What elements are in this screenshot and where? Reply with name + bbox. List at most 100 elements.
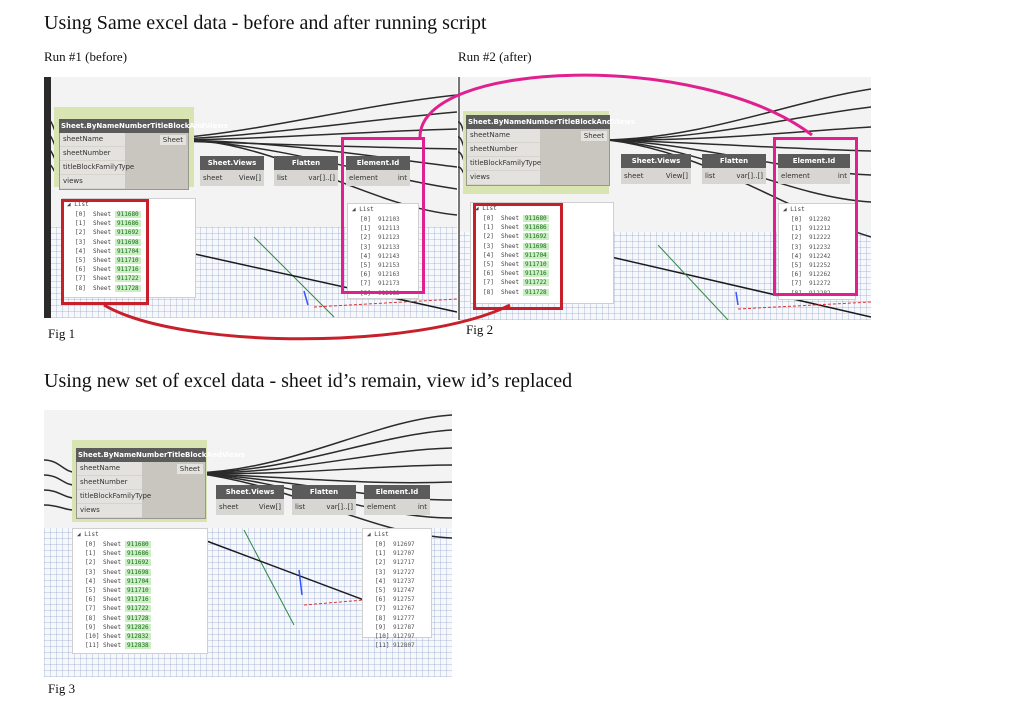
run2-label: Run #2 (after) (458, 49, 532, 64)
fig2-views-node[interactable]: Sheet.Views sheet View[] (621, 154, 691, 184)
list-item-kind: Sheet (93, 238, 112, 246)
fig2-sheet-node[interactable]: Sheet.ByNameNumberTitleBlockAndViews she… (466, 115, 635, 186)
elementid-node-title: Element.Id (364, 485, 430, 499)
port-sheetname[interactable]: sheetName (60, 133, 125, 147)
port-sheetname[interactable]: sheetName (467, 129, 540, 143)
list-item-index: [5] (483, 261, 494, 269)
views-node-title: Sheet.Views (621, 154, 691, 168)
flatten-output[interactable]: var[]..[] (326, 503, 353, 511)
fig3-sheet-node[interactable]: Sheet.ByNameNumberTitleBlockAndViews she… (76, 448, 245, 519)
flatten-output[interactable]: var[]..[] (308, 174, 335, 182)
flatten-input[interactable]: list (705, 172, 716, 180)
views-output[interactable]: View[] (238, 174, 261, 182)
list-item-index: [3] (791, 243, 802, 251)
fig2-pink-highlight (773, 137, 858, 296)
list-item-kind: Sheet (103, 587, 122, 595)
views-input[interactable]: sheet (624, 172, 644, 180)
list-item-value: 912826 (125, 623, 151, 631)
port-sheet-out[interactable]: Sheet (176, 464, 203, 474)
run1-label: Run #1 (before) (44, 49, 128, 64)
list-item-value: 912777 (393, 614, 415, 622)
list-item-value: 911710 (125, 587, 151, 595)
elementid-output[interactable]: int (417, 503, 427, 511)
list-item: [0]912103 (348, 215, 418, 224)
list-title: ◢ List (475, 205, 497, 212)
list-item-value: 911680 (523, 215, 549, 223)
fig2-id-list[interactable]: ◢ List [0]912202[1]912212[2]912222[3]912… (778, 203, 856, 300)
views-input[interactable]: sheet (203, 174, 223, 182)
port-sheetname[interactable]: sheetName (77, 462, 142, 476)
list-item-value: 911728 (115, 284, 141, 292)
flatten-node-title: Flatten (702, 154, 766, 168)
port-sheet-out[interactable]: Sheet (159, 135, 186, 145)
elementid-input[interactable]: element (349, 174, 378, 182)
port-views[interactable]: views (60, 175, 125, 189)
fig1-sheet-node[interactable]: Sheet.ByNameNumberTitleBlockAndViews she… (59, 119, 228, 190)
fig2-flatten-node[interactable]: Flatten list var[]..[] (702, 154, 766, 184)
list-item-value: 911692 (523, 233, 549, 241)
sheet-node-title: Sheet.ByNameNumberTitleBlockAndViews (59, 119, 228, 133)
elementid-output[interactable]: int (837, 172, 847, 180)
list-item-index: [8] (483, 288, 494, 296)
port-titleblock[interactable]: titleBlockFamilyType (60, 161, 134, 175)
list-item-value: 912838 (125, 642, 151, 650)
list-item-value: 911680 (115, 211, 141, 219)
list-item-value: 912767 (393, 605, 415, 613)
fig3-elementid-node[interactable]: Element.Id element int (364, 485, 430, 515)
port-sheetnumber[interactable]: sheetNumber (467, 143, 540, 157)
port-titleblock[interactable]: titleBlockFamilyType (467, 157, 541, 171)
elementid-node-title: Element.Id (346, 156, 410, 170)
views-input[interactable]: sheet (219, 503, 239, 511)
fig3-dynamo-canvas: Sheet.ByNameNumberTitleBlockAndViews she… (44, 410, 452, 677)
port-views[interactable]: views (467, 171, 540, 185)
sheet-node-title: Sheet.ByNameNumberTitleBlockAndViews (76, 448, 245, 462)
fig1-id-list[interactable]: ◢ List [0]912103[1]912113[2]912123[3]912… (347, 203, 419, 299)
list-item-index: [5] (791, 262, 802, 270)
flatten-input[interactable]: list (277, 174, 288, 182)
list-item-index: [8] (375, 614, 386, 622)
port-titleblock[interactable]: titleBlockFamilyType (77, 490, 151, 504)
elementid-input[interactable]: element (781, 172, 810, 180)
fig3-id-list[interactable]: ◢ List [0]912697[1]912707[2]912717[3]912… (362, 528, 432, 649)
views-output[interactable]: View[] (665, 172, 688, 180)
list-item: [7]912272 (779, 279, 855, 288)
list-item-value: 911728 (125, 614, 151, 622)
elementid-output[interactable]: int (397, 174, 407, 182)
list-item-value: 912232 (809, 243, 831, 251)
list-item-kind: Sheet (501, 242, 520, 250)
flatten-output[interactable]: var[]..[] (736, 172, 763, 180)
list-item: [7]912767 (363, 604, 431, 613)
list-item-value: 912173 (378, 280, 400, 288)
list-item-kind: Sheet (93, 275, 112, 283)
list-item: [9]912787 (363, 623, 431, 632)
list-item: [10]912797 (363, 632, 431, 641)
port-sheet-out[interactable]: Sheet (580, 131, 607, 141)
list-item-index: [0] (791, 216, 802, 224)
red-connector-arrow (103, 303, 511, 341)
fig1-elementid-node[interactable]: Element.Id element int (346, 156, 410, 186)
port-sheetnumber[interactable]: sheetNumber (77, 476, 142, 490)
list-item-index: [7] (483, 279, 494, 287)
list-item-kind: Sheet (103, 642, 122, 650)
list-item-kind: Sheet (103, 541, 122, 549)
port-sheetnumber[interactable]: sheetNumber (60, 147, 125, 161)
elementid-input[interactable]: element (367, 503, 396, 511)
list-item: [7]912173 (348, 279, 418, 288)
port-views[interactable]: views (77, 504, 142, 518)
flatten-input[interactable]: list (295, 503, 306, 511)
views-output[interactable]: View[] (258, 503, 281, 511)
